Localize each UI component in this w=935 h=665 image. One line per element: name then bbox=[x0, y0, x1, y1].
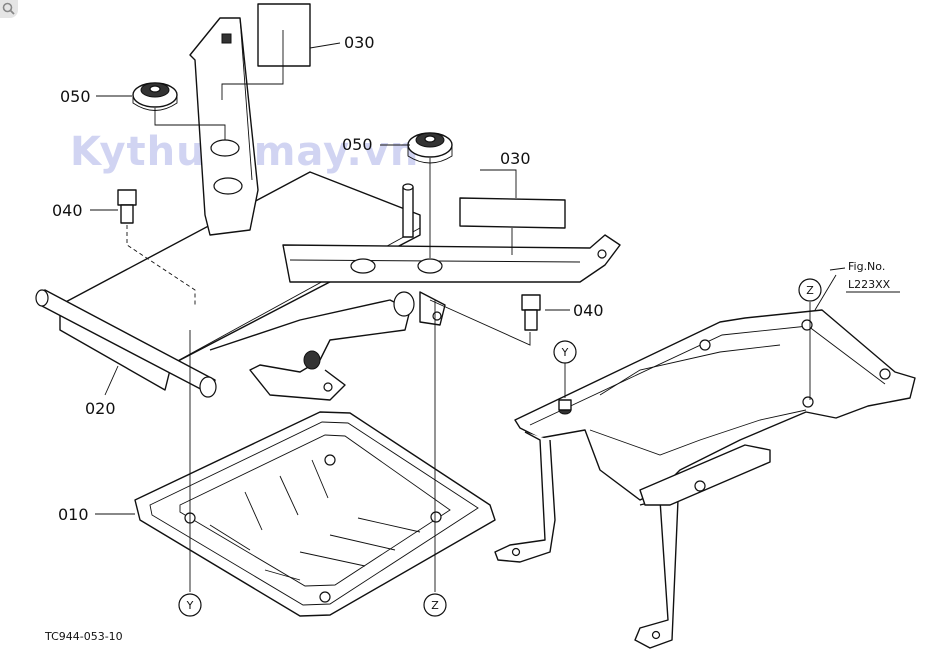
drawing-code: TC944-053-10 bbox=[44, 630, 123, 643]
callout-labels: 030 050 050 030 040 040 020 010 bbox=[52, 33, 604, 524]
callout-010: 010 bbox=[58, 505, 89, 524]
fig-no-value: L223XX bbox=[848, 278, 891, 291]
search-icon[interactable] bbox=[0, 0, 18, 18]
part-020-bracket bbox=[35, 171, 446, 401]
ref-z-top-text: Z bbox=[806, 284, 814, 297]
callout-040-right: 040 bbox=[573, 301, 604, 320]
callout-030-right: 030 bbox=[500, 149, 531, 168]
callout-050-right: 050 bbox=[342, 135, 373, 154]
callout-020: 020 bbox=[85, 399, 116, 418]
reference-mark-z-bottom: Z bbox=[423, 593, 447, 617]
part-040-bolt-left bbox=[117, 189, 137, 224]
callout-030-top: 030 bbox=[344, 33, 375, 52]
ref-y-bottom-text: Y bbox=[186, 599, 194, 612]
ref-y-top-text: Y bbox=[561, 346, 569, 359]
part-long-plate bbox=[282, 234, 621, 283]
search-glyph bbox=[2, 2, 15, 15]
reference-mark-z-top: Z bbox=[798, 278, 822, 302]
part-030-pad-top bbox=[257, 3, 311, 67]
part-040-bolt-right bbox=[521, 294, 541, 331]
fig-no-label: Fig.No. bbox=[848, 260, 885, 273]
figure-number: Fig.No. L223XX bbox=[846, 260, 900, 293]
part-050-mount-left bbox=[132, 82, 178, 111]
part-050-mount-right bbox=[407, 132, 453, 164]
part-010-tray bbox=[134, 411, 496, 617]
leader-lines bbox=[90, 30, 846, 592]
reference-mark-y-bottom: Y bbox=[178, 593, 202, 617]
part-upright-plate bbox=[189, 17, 259, 236]
callout-050-left: 050 bbox=[60, 87, 91, 106]
part-030-pad-right bbox=[459, 197, 566, 229]
ref-z-bottom-text: Z bbox=[431, 599, 439, 612]
reference-mark-y-top: Y bbox=[553, 340, 577, 364]
callout-040-left: 040 bbox=[52, 201, 83, 220]
support-frame bbox=[494, 309, 916, 649]
